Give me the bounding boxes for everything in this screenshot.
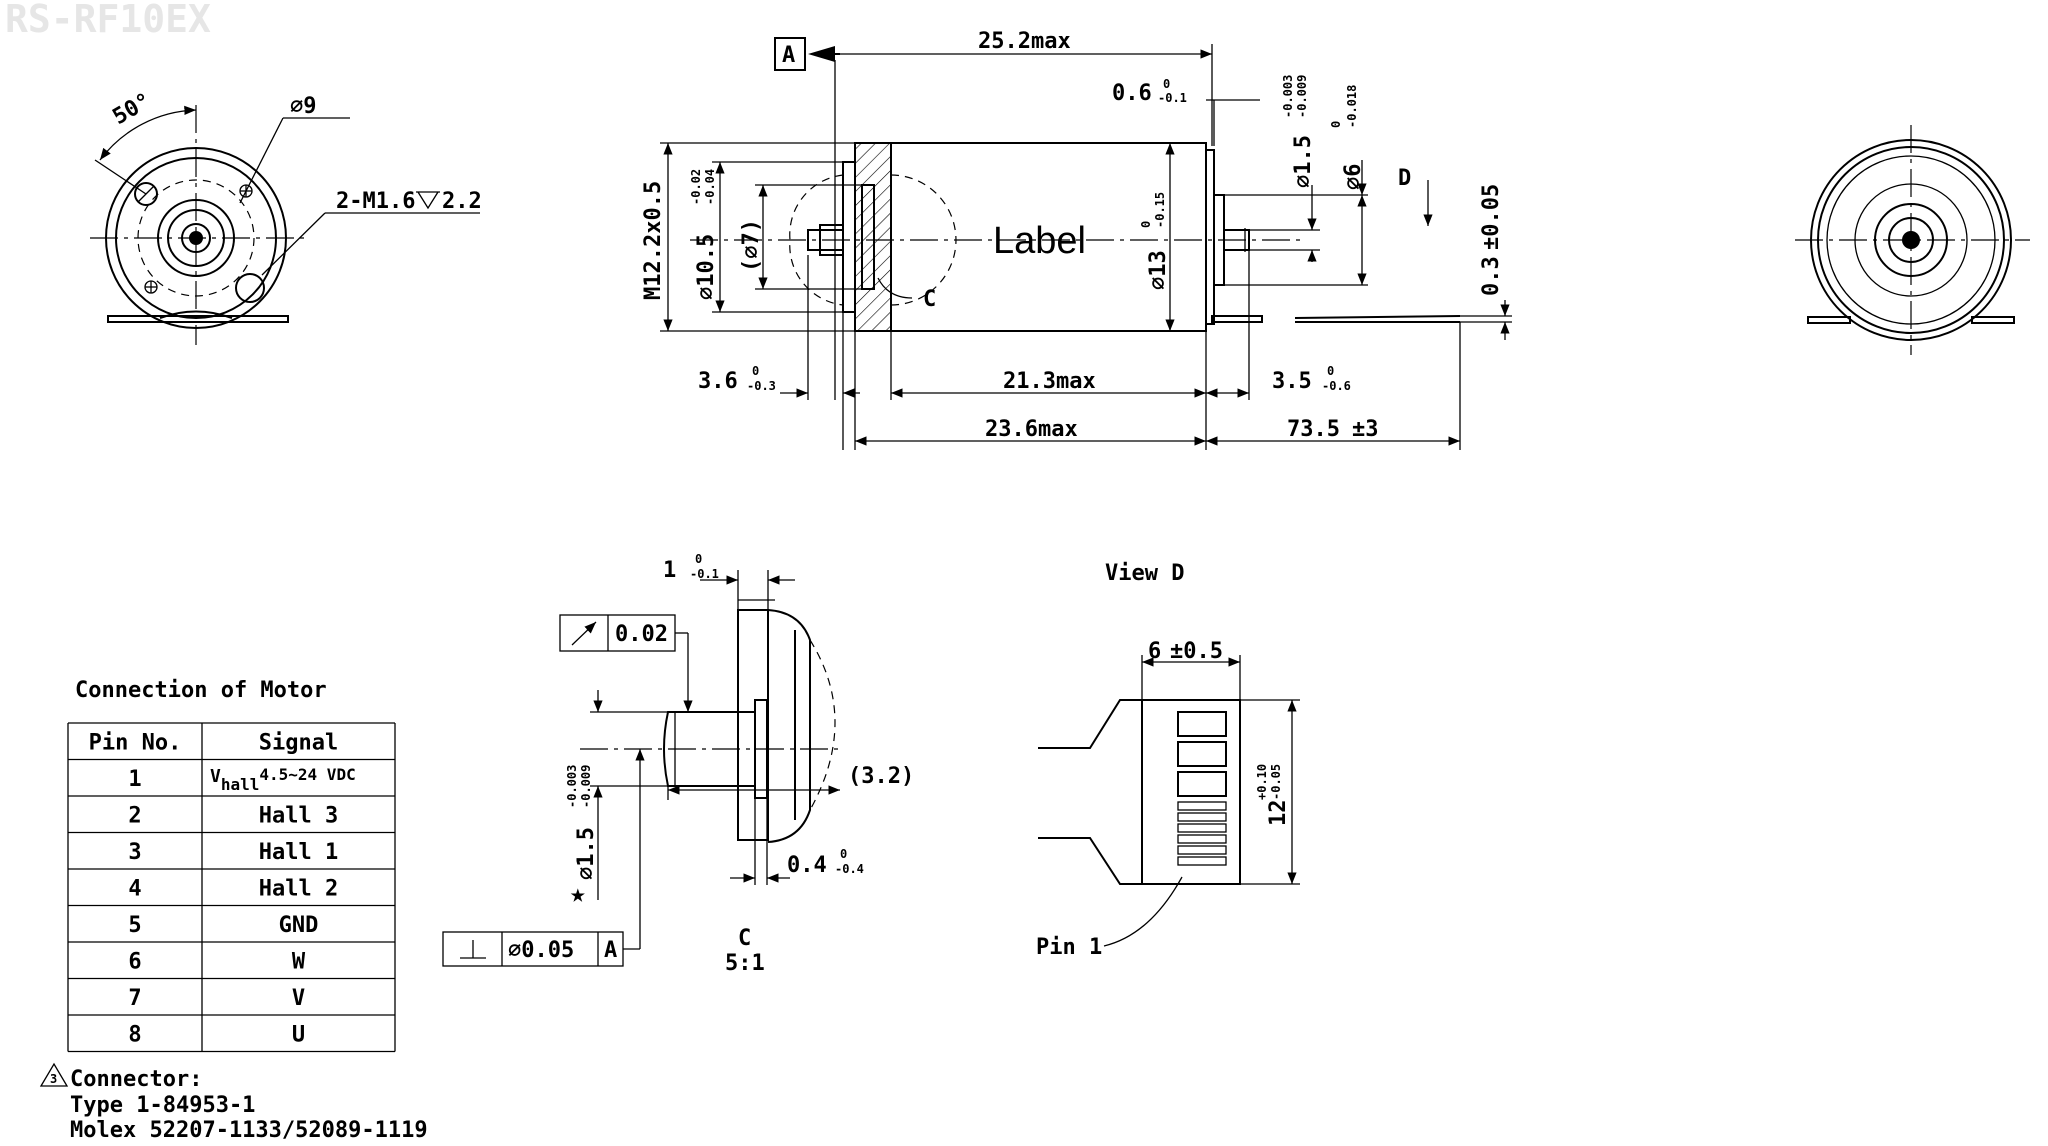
angle-label: 50° xyxy=(109,89,156,131)
view-d-title: View D xyxy=(1105,561,1184,586)
step-tol-up: 0 xyxy=(840,847,847,861)
table-header-pin: Pin No. xyxy=(89,731,182,756)
hole-dia-label: ∅9 xyxy=(290,94,317,119)
body-dia-tol-lo: -0.15 xyxy=(1153,192,1167,228)
note-title: Connector: xyxy=(70,1067,202,1092)
connection-table: Connection of Motor Pin No. Signal 1 Vhall4… xyxy=(67,678,396,1053)
flange-dia-label: ∅10.5 xyxy=(694,234,719,300)
rear-shaft-tol-up: 0 xyxy=(1327,364,1334,378)
body-dia-label: ∅13 xyxy=(1146,250,1171,290)
flange-dia-tol-up: -0.02 xyxy=(689,169,703,205)
collar-label: 0.6 xyxy=(1112,81,1152,106)
table-cell-signal: Hall 2 xyxy=(259,877,338,902)
step-tol-lo: -0.4 xyxy=(835,862,864,876)
collar-tol-up: 0 xyxy=(1163,77,1170,91)
perp-datum: A xyxy=(604,938,617,963)
detail-c-title: C xyxy=(738,926,751,951)
width-dim-tol: ±0.5 xyxy=(1170,639,1223,664)
runout-value: 0.02 xyxy=(615,622,668,647)
lead-length-tol: ±3 xyxy=(1352,417,1379,442)
front-view: 50° ∅9 2-M1.6 2.2 xyxy=(90,89,482,345)
label-text: Label xyxy=(993,220,1086,262)
body-dia-tol-up: 0 xyxy=(1139,221,1153,228)
table-cell-signal: W xyxy=(292,950,306,975)
note-line-1: Type 1-84953-1 xyxy=(70,1093,255,1118)
height-dim-tol-lo: -0.05 xyxy=(1269,764,1283,800)
detail-collar-tol-lo: -0.1 xyxy=(690,567,719,581)
table-header-signal: Signal xyxy=(259,731,338,756)
table-cell-signal: GND xyxy=(279,913,319,938)
view-d-marker: D xyxy=(1398,166,1411,191)
note-triangle-icon xyxy=(39,1062,69,1087)
detail-c: 1 0 -0.1 0.02 (3.2) ∅1.5 -0.003 -0.009 ★… xyxy=(442,552,914,976)
front-shaft-label: 3.6 xyxy=(698,369,738,394)
front-shaft-tol-lo: -0.3 xyxy=(747,379,776,393)
table-cell-signal: Hall 3 xyxy=(259,804,338,829)
shaft-dia-label: ∅1.5 xyxy=(1291,135,1316,188)
table-cell-pin: 6 xyxy=(128,950,141,975)
step-label: 0.4 xyxy=(787,853,827,878)
body-length-label: 21.3max xyxy=(1003,369,1096,394)
pin-1-label: Pin 1 xyxy=(1036,935,1102,960)
height-dim-tol-up: +0.10 xyxy=(1255,764,1269,800)
table-cell-signal: U xyxy=(292,1023,305,1048)
lead-length-label: 73.5 xyxy=(1287,417,1340,442)
boss-dia-label: ∅6 xyxy=(1341,164,1366,191)
table-title: Connection of Motor xyxy=(75,678,327,703)
view-d: View D 6 ±0.5 12 +0.10 -0.05 Pin 1 xyxy=(1036,561,1300,960)
table-cell-pin: 2 xyxy=(128,804,141,829)
note-number: 3 xyxy=(50,1072,57,1086)
rear-shaft-tol-lo: -0.6 xyxy=(1322,379,1351,393)
table-cell-pin: 1 xyxy=(128,767,141,792)
flange-dia-tol-lo: -0.04 xyxy=(703,169,717,205)
ref-dim-label: (3.2) xyxy=(848,764,914,789)
detail-shaft-dia-tol-lo: -0.009 xyxy=(579,765,593,808)
shaft-dia-tol-lo: -0.009 xyxy=(1295,75,1309,118)
table-cell-signal: Vhall4.5~24 VDC xyxy=(210,765,356,794)
table-cell-pin: 3 xyxy=(128,840,141,865)
table-cell-signal: V xyxy=(292,986,305,1011)
table-cell-signal: Hall 1 xyxy=(259,840,338,865)
rear-view xyxy=(1795,125,2030,355)
boss-dia-tol-lo: -0.018 xyxy=(1345,85,1359,128)
detail-c-scale: 5:1 xyxy=(725,951,765,976)
table-cell-pin: 7 xyxy=(128,986,141,1011)
note-line-2: Molex 52207-1133/52089-1119 xyxy=(70,1118,428,1143)
overall-max-label: 25.2max xyxy=(978,29,1071,54)
height-dim-label: 12 xyxy=(1266,800,1291,827)
shaft-dia-tol-up: -0.003 xyxy=(1281,75,1295,118)
detail-shaft-dia-label: ∅1.5 xyxy=(574,827,599,880)
ghost-header: RS-RF10EX xyxy=(5,0,211,41)
rear-shaft-label: 3.5 xyxy=(1272,369,1312,394)
width-dim-label: 6 xyxy=(1148,639,1161,664)
boss-dia-tol-up: 0 xyxy=(1329,121,1343,128)
perp-value: ∅0.05 xyxy=(508,938,574,963)
thread-label: 2-M1.6 xyxy=(336,189,415,214)
inner-dia-label: (∅7) xyxy=(739,219,764,272)
star-icon: ★ xyxy=(570,879,586,909)
table-cell-pin: 5 xyxy=(128,913,141,938)
table-cell-pin: 4 xyxy=(128,877,141,902)
terminal-thickness-tol: ±0.05 xyxy=(1479,184,1504,250)
thread-spec-label: M12.2x0.5 xyxy=(641,181,666,300)
collar-tol-lo: -0.1 xyxy=(1158,91,1187,105)
connector-note: 3 Connector: Type 1-84953-1 Molex 52207-… xyxy=(39,1062,428,1143)
datum-a-label: A xyxy=(782,43,795,68)
detail-c-marker: C xyxy=(923,287,936,312)
terminal-thickness-label: 0.3 xyxy=(1479,256,1504,296)
detail-collar-label: 1 xyxy=(663,558,676,583)
side-view: A Label C 25.2max xyxy=(641,29,1512,450)
total-length-label: 23.6max xyxy=(985,417,1078,442)
detail-collar-tol-up: 0 xyxy=(695,552,702,566)
table-cell-pin: 8 xyxy=(128,1023,141,1048)
detail-shaft-dia-tol-up: -0.003 xyxy=(565,765,579,808)
front-shaft-tol-up: 0 xyxy=(752,364,759,378)
thread-depth-label: 2.2 xyxy=(442,189,482,214)
